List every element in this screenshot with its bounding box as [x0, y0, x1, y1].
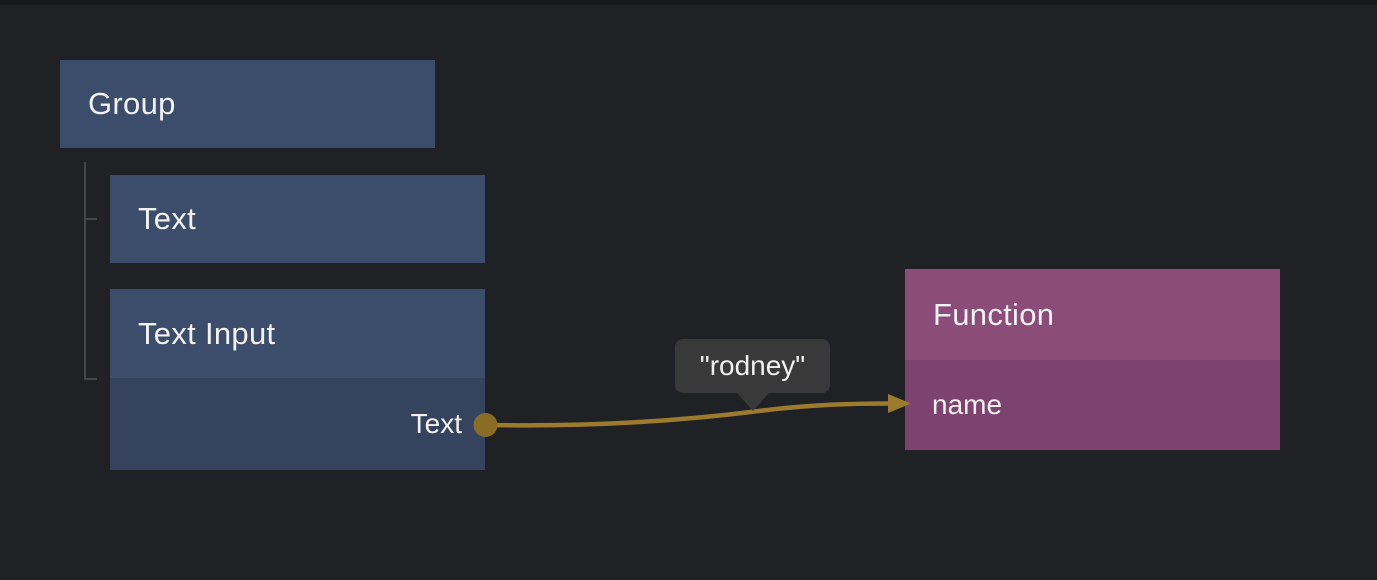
function-node[interactable]: Function name: [905, 269, 1280, 450]
group-node[interactable]: Group: [60, 60, 435, 148]
function-node-title: Function: [933, 296, 1055, 332]
text-node[interactable]: Text: [110, 175, 485, 263]
text-input-node-header[interactable]: Text Input: [110, 289, 485, 378]
text-input-node-body: Text: [110, 378, 485, 470]
tree-connector-tick: [86, 218, 97, 220]
text-node-title: Text: [138, 201, 197, 236]
tree-connector-line: [84, 162, 86, 380]
text-output-port-label: Text: [410, 408, 462, 439]
group-node-header[interactable]: Group: [60, 60, 435, 148]
function-node-header[interactable]: Function: [905, 269, 1280, 360]
connection-wire[interactable]: [485, 401, 891, 428]
name-input-port-label: name: [932, 389, 1003, 420]
text-node-header[interactable]: Text: [110, 175, 485, 263]
text-input-node[interactable]: Text Input Text: [110, 289, 485, 470]
group-node-title: Group: [88, 86, 176, 121]
text-input-node-title: Text Input: [138, 315, 276, 351]
connection-value-text: "rodney": [699, 350, 806, 381]
tooltip-tail: [736, 393, 769, 411]
tree-connector-tick: [86, 378, 97, 380]
connection-value-tooltip: "rodney": [675, 339, 830, 411]
canvas-top-edge: [0, 0, 1377, 5]
function-node-body: name: [905, 360, 1280, 450]
